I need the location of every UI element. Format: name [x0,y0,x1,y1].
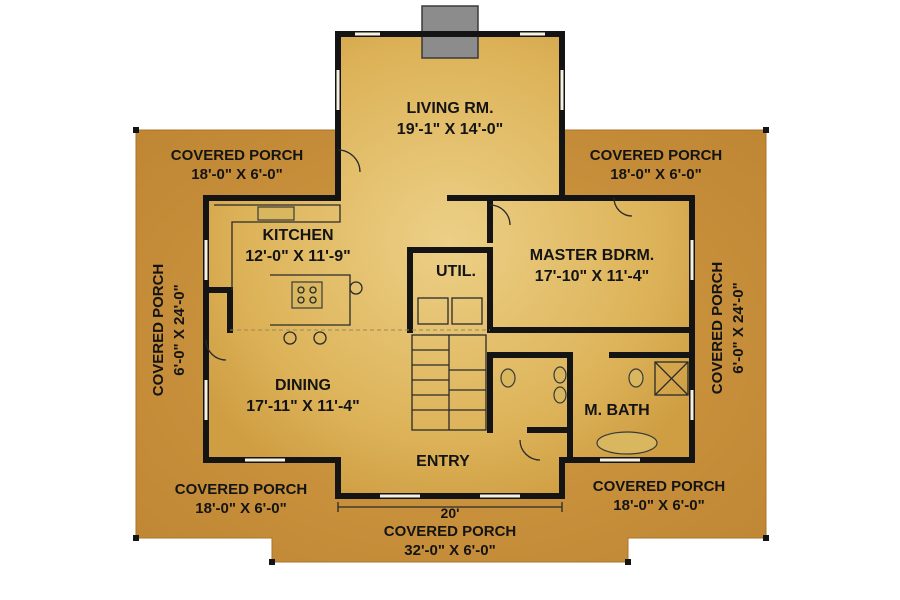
master-bedroom-size: 17'-10" X 11'-4" [535,268,649,285]
porch-right-name: COVERED PORCH [709,262,726,395]
laundry-units [417,297,483,325]
util-name: UTIL. [436,263,476,280]
windows [204,32,694,498]
porch-front-name: COVERED PORCH [384,523,517,540]
entry-name: ENTRY [416,453,470,470]
toilet [628,368,644,388]
porch-top-left-name: COVERED PORCH [171,147,304,164]
master-bath-name: M. BATH [584,402,649,419]
dining-name: DINING [275,377,331,394]
porch-bottom-right-size: 18'-0" X 6'-0" [613,497,704,514]
porch-front-size: 32'-0" X 6'-0" [404,542,495,559]
porch-bottom-right-name: COVERED PORCH [593,478,726,495]
dimension-line: 20' [337,502,563,521]
doors [205,149,633,461]
kitchen-size: 12'-0" X 11'-9" [245,248,351,265]
porch-left-name: COVERED PORCH [150,264,167,397]
porch-top-right-name: COVERED PORCH [590,147,723,164]
dimension-label: 20' [441,505,460,521]
living-room-size: 19'-1" X 14'-0" [397,121,503,138]
porch-top-right-size: 18'-0" X 6'-0" [610,166,701,183]
porch-top-left-size: 18'-0" X 6'-0" [191,166,282,183]
porch-left-size: 6'-0" X 24'-0" [171,284,188,375]
master-bedroom-name: MASTER BDRM. [530,247,654,264]
bath-fixtures [500,361,689,455]
porch-bottom-left-size: 18'-0" X 6'-0" [195,500,286,517]
stairs [411,334,487,431]
kitchen-name: KITCHEN [262,227,333,244]
porch-posts [133,127,769,565]
bathtub [596,431,658,455]
porch-bottom-left-name: COVERED PORCH [175,481,308,498]
porch-right-size: 6'-0" X 24'-0" [730,282,747,373]
dining-size: 17'-11" X 11'-4" [246,398,360,415]
kitchen-fixtures [214,204,363,345]
interior-walls [203,195,695,463]
living-room-name: LIVING RM. [406,100,493,117]
